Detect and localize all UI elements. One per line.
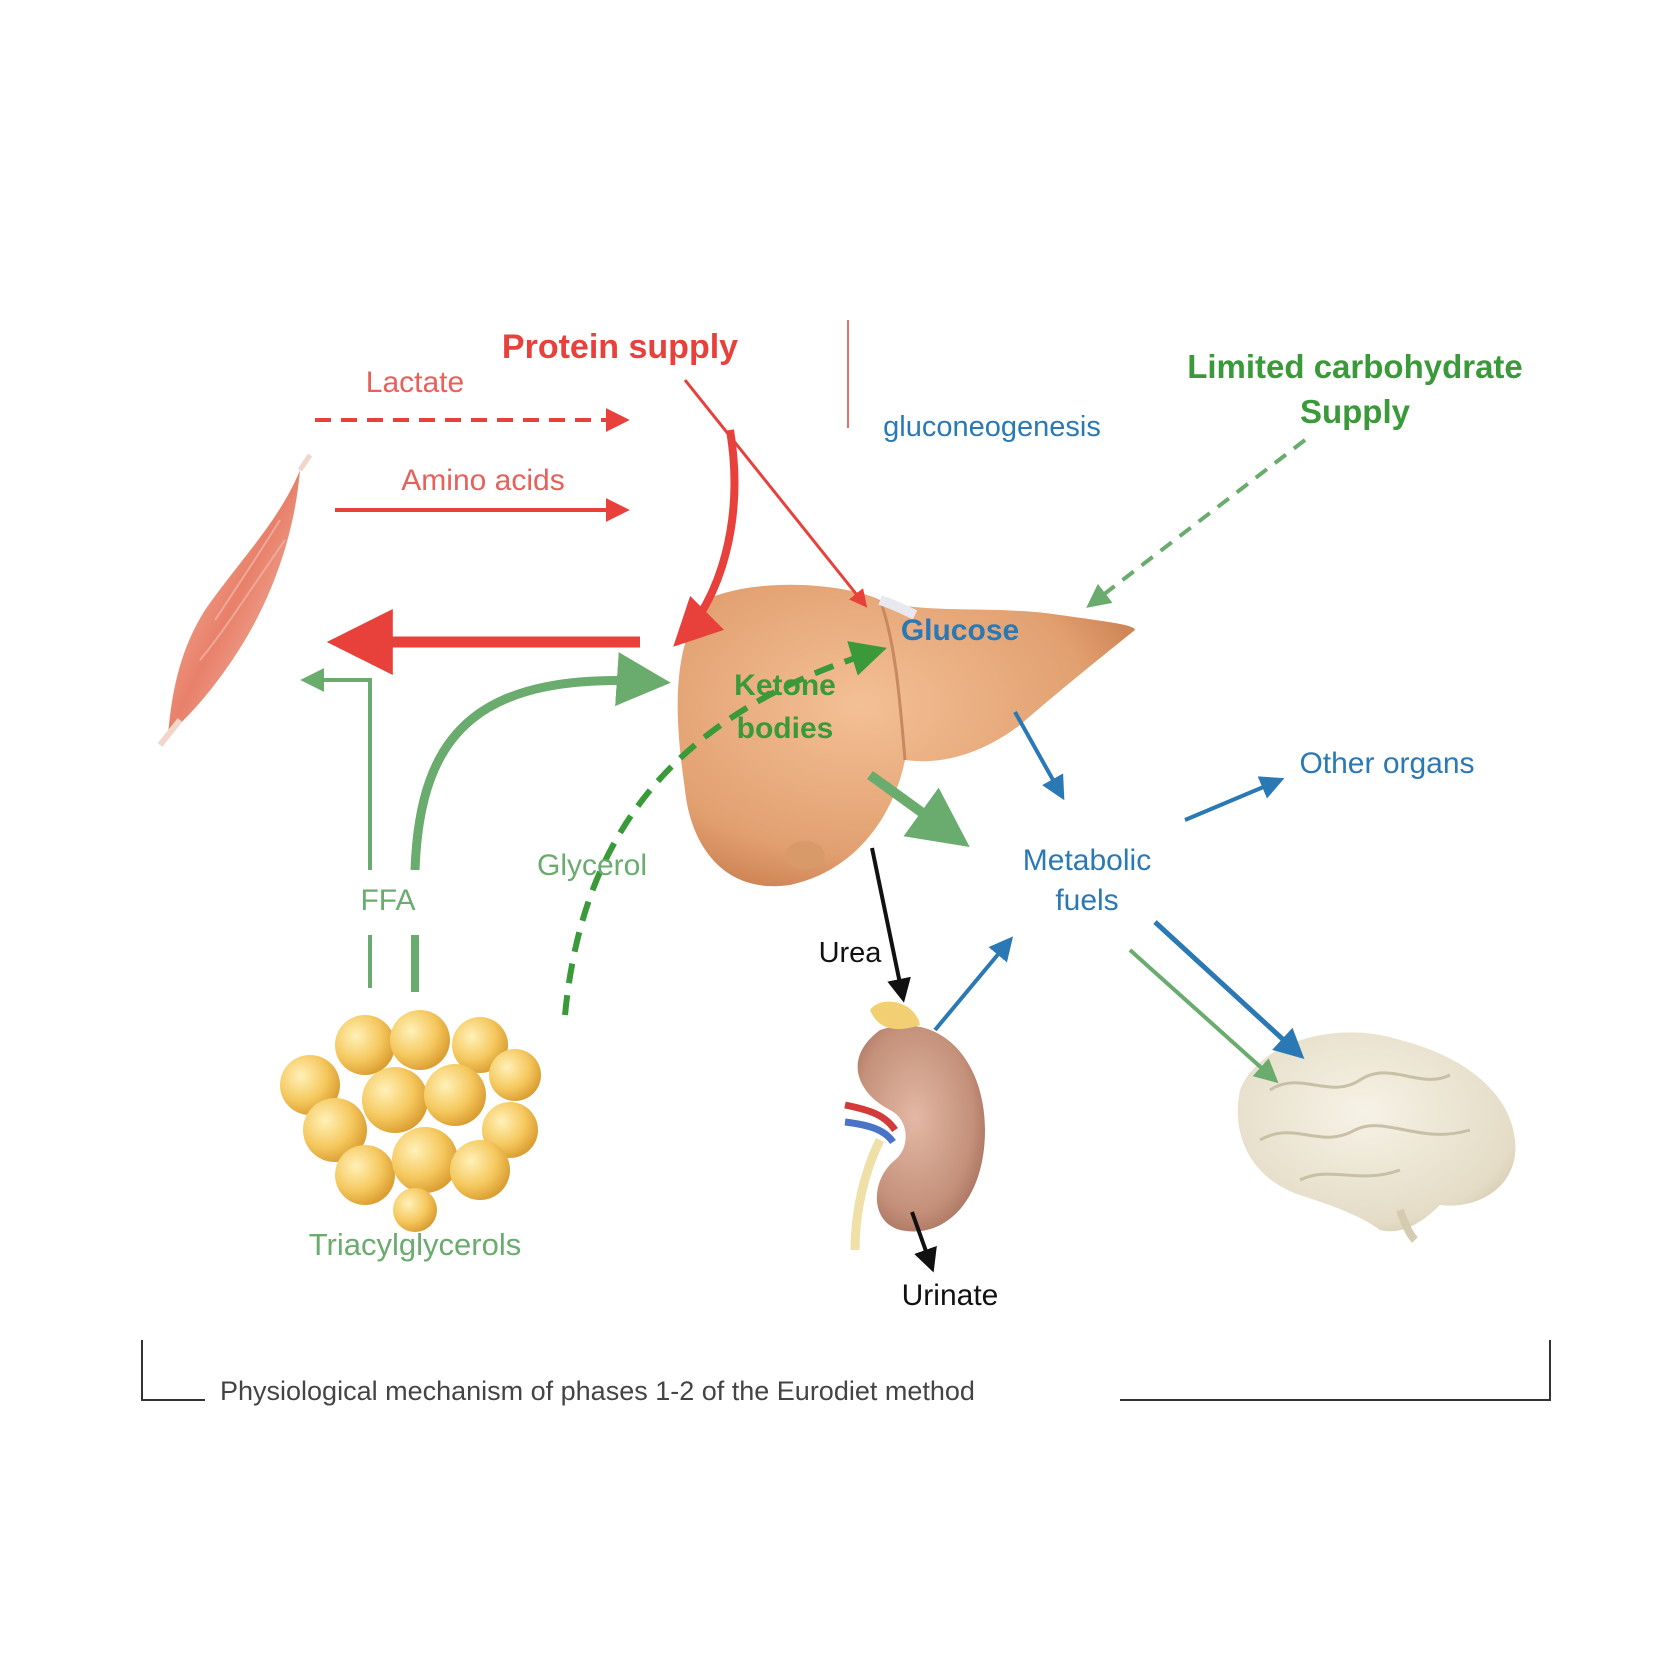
fat-cells-illustration [280, 1010, 541, 1232]
other-organs-label: Other organs [1299, 747, 1474, 780]
triacylglycerols-label: Triacylglycerols [309, 1227, 521, 1262]
gluconeogenesis-label: gluconeogenesis [883, 411, 1101, 443]
glycerol-label: Glycerol [537, 849, 647, 882]
liver-to-fuels-arrow [1013, 711, 1065, 801]
ffa-to-muscle-arrow [300, 668, 372, 870]
supply-label: Supply [1300, 393, 1411, 430]
urea-label: Urea [819, 937, 883, 969]
fuels-label: fuels [1055, 884, 1118, 917]
glucose-label: Glucose [901, 614, 1019, 647]
protein-supply-arrow [683, 379, 868, 608]
liver-illustration [677, 584, 1135, 887]
protein-to-liver-arrow [673, 429, 739, 647]
carb-supply-arrow [1086, 438, 1307, 608]
metabolic-label: Metabolic [1023, 844, 1151, 877]
brain-illustration [1237, 1032, 1516, 1243]
caption-frame-right [1120, 1340, 1551, 1401]
kidney-illustration [844, 1001, 985, 1251]
fuels-to-brain-green-arrow [1128, 948, 1279, 1084]
ketone-label: Ketone [734, 669, 836, 702]
ketone-to-fuels-arrow [867, 770, 970, 848]
ffa-to-liver-arrow [410, 652, 671, 871]
amino-acids-label: Amino acids [401, 464, 564, 497]
bodies-label: bodies [737, 712, 834, 745]
ffa-label: FFA [360, 884, 415, 917]
kidney-to-fuels-arrow [933, 936, 1014, 1032]
muscle-illustration [157, 453, 313, 747]
fuels-to-other-organs-arrow [1184, 776, 1285, 822]
protein-supply-label: Protein supply [502, 328, 738, 366]
fuels-to-brain-blue-arrow [1153, 920, 1305, 1060]
urinate-arrow [910, 1211, 937, 1273]
urinate-label: Urinate [902, 1279, 999, 1312]
caption-frame-left [141, 1340, 205, 1401]
urea-arrow [870, 847, 911, 1003]
glycerol-to-glucose-arrow [562, 641, 887, 1016]
lactate-label: Lactate [366, 366, 464, 399]
caption-text: Physiological mechanism of phases 1-2 of… [220, 1376, 975, 1406]
limited-carbohydrate-label: Limited carbohydrate [1187, 348, 1523, 385]
